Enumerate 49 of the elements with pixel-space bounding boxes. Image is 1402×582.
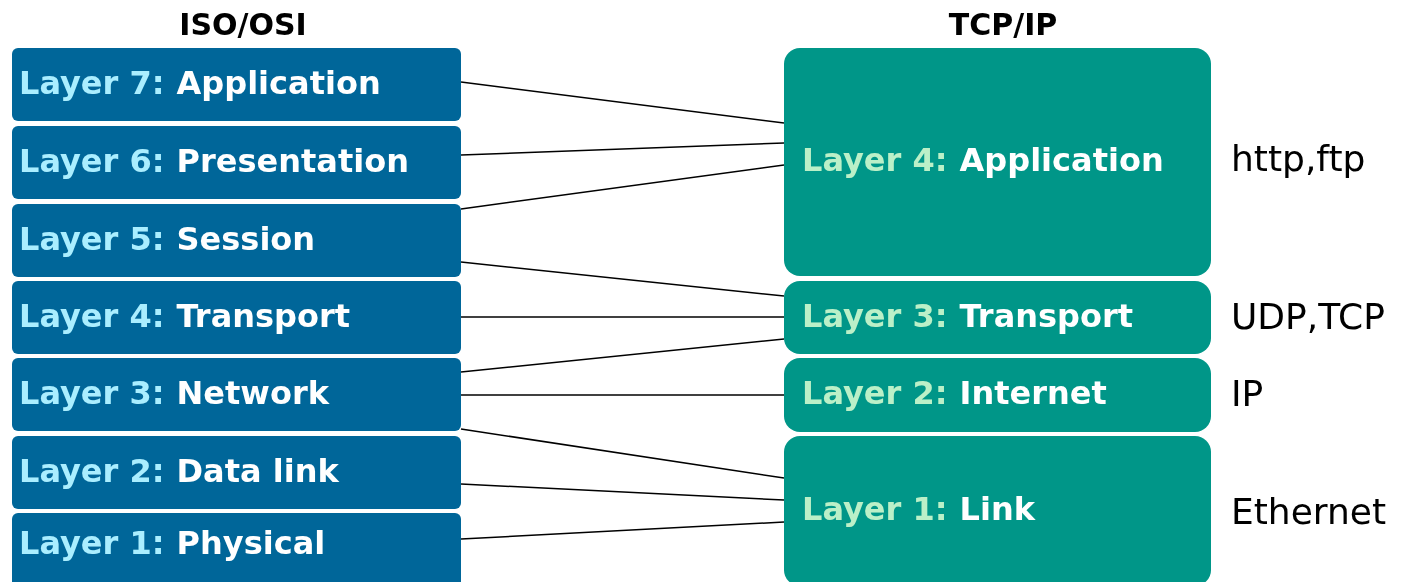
layer-box	[784, 436, 1211, 582]
layer-name: Session	[176, 222, 316, 255]
connector-line	[460, 394, 785, 396]
layer-box	[12, 48, 461, 121]
connector-line	[460, 81, 785, 124]
layer-number: Layer 6:	[19, 144, 165, 177]
layer-number: Layer 5:	[19, 222, 165, 255]
protocol-label: UDP,TCP	[1231, 299, 1385, 335]
connector-line	[460, 338, 785, 373]
protocol-label: http,ftp	[1231, 141, 1366, 177]
layer-box	[784, 358, 1211, 432]
layer-name: Physical	[176, 527, 326, 559]
layer-number: Layer 7:	[19, 66, 165, 99]
layer-box	[784, 48, 1211, 276]
connector-line	[460, 428, 785, 479]
protocol-label: Ethernet	[1231, 494, 1387, 530]
layer-number: Layer 1:	[19, 527, 165, 559]
connector-line	[460, 316, 785, 318]
layer-box	[12, 281, 461, 354]
column-heading: TCP/IP	[948, 10, 1058, 40]
layer-box	[12, 513, 461, 582]
layer-name: Presentation	[176, 144, 409, 177]
column-heading: ISO/OSI	[179, 10, 307, 40]
connector-line	[460, 142, 785, 156]
layer-number: Layer 3:	[19, 376, 165, 409]
layer-number: Layer 3:	[802, 299, 948, 332]
layer-name: Transport	[959, 299, 1134, 332]
layer-name: Data link	[176, 454, 339, 487]
layer-number: Layer 1:	[802, 493, 948, 525]
connector-line	[460, 521, 785, 540]
layer-name: Link	[959, 493, 1035, 525]
layer-number: Layer 4:	[802, 144, 948, 176]
layer-name: Internet	[959, 377, 1107, 409]
layer-box	[12, 204, 461, 277]
layer-number: Layer 2:	[19, 454, 165, 487]
protocol-label: IP	[1231, 376, 1264, 412]
layer-box	[12, 126, 461, 199]
layer-box	[12, 358, 461, 431]
connector-line	[460, 261, 785, 297]
layer-box	[12, 436, 461, 509]
connector-line	[460, 164, 785, 210]
layer-name: Application	[176, 66, 381, 99]
layer-box	[784, 281, 1211, 354]
layer-number: Layer 2:	[802, 377, 948, 409]
layer-name: Transport	[176, 299, 351, 332]
connector-line	[460, 483, 785, 501]
layer-name: Application	[959, 144, 1164, 176]
layer-number: Layer 4:	[19, 299, 165, 332]
layer-name: Network	[176, 376, 329, 409]
